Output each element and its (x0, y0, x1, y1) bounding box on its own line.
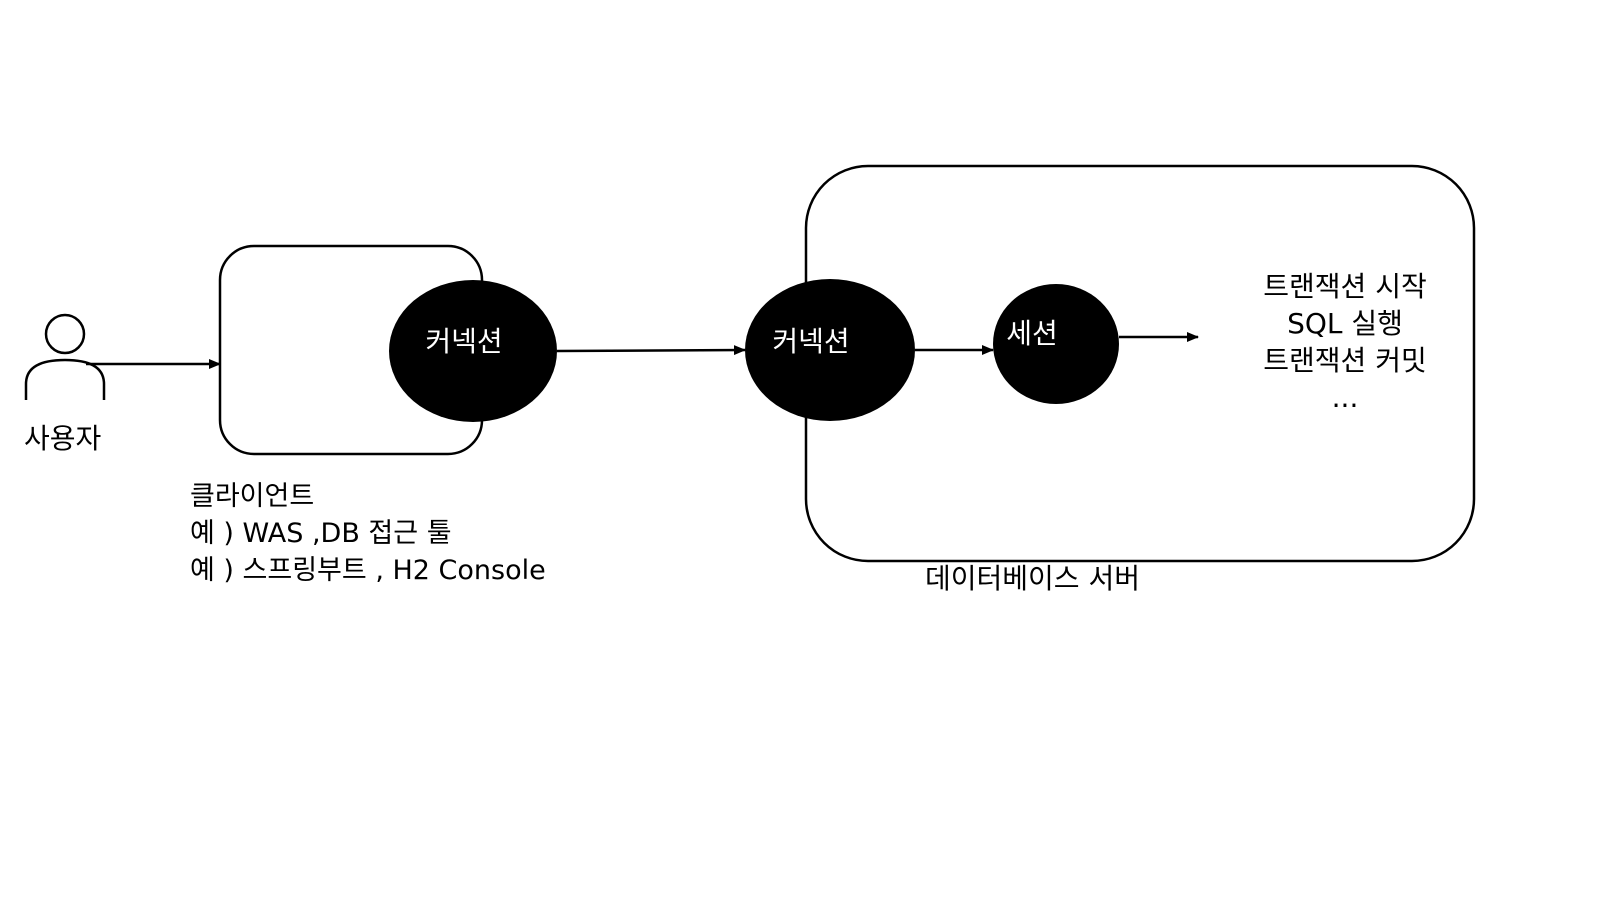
client-connection-label: 커넥션 (425, 325, 503, 358)
session-label: 세션 (1006, 317, 1058, 350)
user-icon (24, 313, 106, 400)
client-caption: 클라이언트 예 ) WAS ,DB 접근 툴 예 ) 스프링부트 , H2 Co… (190, 478, 546, 589)
step-line: 트랜잭션 커밋 (1263, 344, 1427, 377)
session-node (993, 284, 1119, 404)
arrow-connection-to-connection (556, 345, 746, 356)
client-caption-line: 클라이언트 (190, 481, 315, 512)
step-line: ... (1331, 381, 1359, 414)
db-connection-node (745, 279, 915, 421)
db-connection-label: 커넥션 (772, 325, 850, 358)
user-label: 사용자 (24, 422, 102, 455)
step-line: SQL 실행 (1287, 307, 1403, 340)
database-caption: 데이터베이스 서버 (925, 562, 1140, 595)
client-caption-line: 예 ) WAS ,DB 접근 툴 (190, 518, 452, 549)
client-connection-node (389, 280, 557, 422)
transaction-steps: 트랜잭션 시작 SQL 실행 트랜잭션 커밋 ... (1160, 268, 1530, 416)
step-line: 트랜잭션 시작 (1263, 270, 1427, 303)
client-caption-line: 예 ) 스프링부트 , H2 Console (190, 555, 546, 586)
